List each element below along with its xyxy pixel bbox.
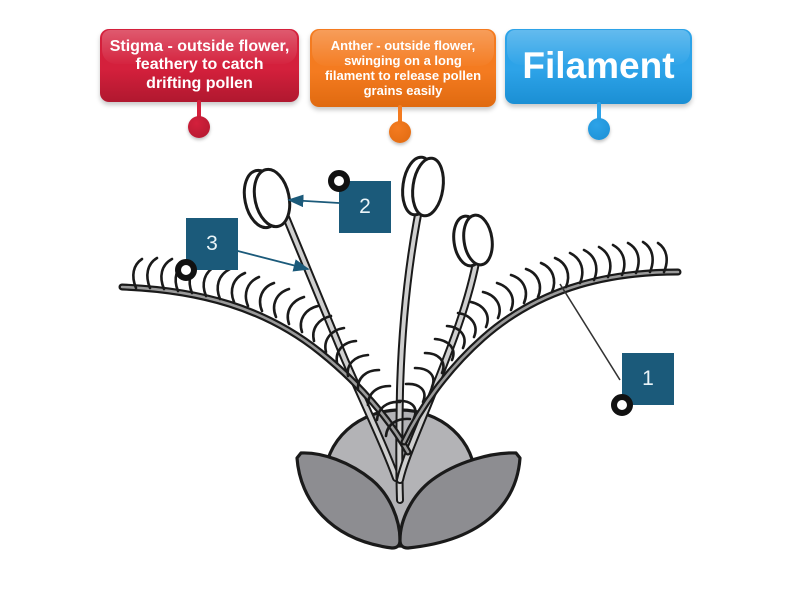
drop-marker-2-number: 2 (359, 195, 371, 218)
anther-center (401, 155, 445, 218)
filament-center (395, 186, 427, 504)
drop-marker-1[interactable]: 1 (611, 353, 674, 416)
stigma-right (395, 240, 682, 446)
sepal-right (398, 451, 522, 550)
stigma-right-barbs (395, 240, 668, 420)
label-card-filament[interactable]: Filament (505, 29, 692, 104)
drop-marker-3[interactable]: 3 (175, 218, 238, 281)
filament-left (277, 201, 400, 482)
drop-marker-1-number: 1 (642, 367, 654, 390)
label-card-stigma[interactable]: Stigma - outside flower, feathery to cat… (100, 29, 299, 102)
anther-left (242, 167, 292, 230)
marker-ring-icon (611, 394, 633, 416)
label-card-anther-text: Anther - outside flower, swinging on a l… (324, 37, 482, 99)
anther-right (452, 213, 494, 268)
label-card-filament-text: Filament (522, 45, 675, 87)
marker-ring-icon (175, 259, 197, 281)
stigma-left (118, 256, 412, 456)
label-card-stigma-text: Stigma - outside flower, feathery to cat… (109, 37, 290, 92)
label-card-anther[interactable]: Anther - outside flower, swinging on a l… (310, 29, 496, 107)
drop-marker-3-number: 3 (206, 232, 218, 255)
stigma-left-barbs (132, 256, 412, 438)
drop-marker-2[interactable]: 2 (328, 170, 391, 233)
marker-ring-icon (328, 170, 350, 192)
